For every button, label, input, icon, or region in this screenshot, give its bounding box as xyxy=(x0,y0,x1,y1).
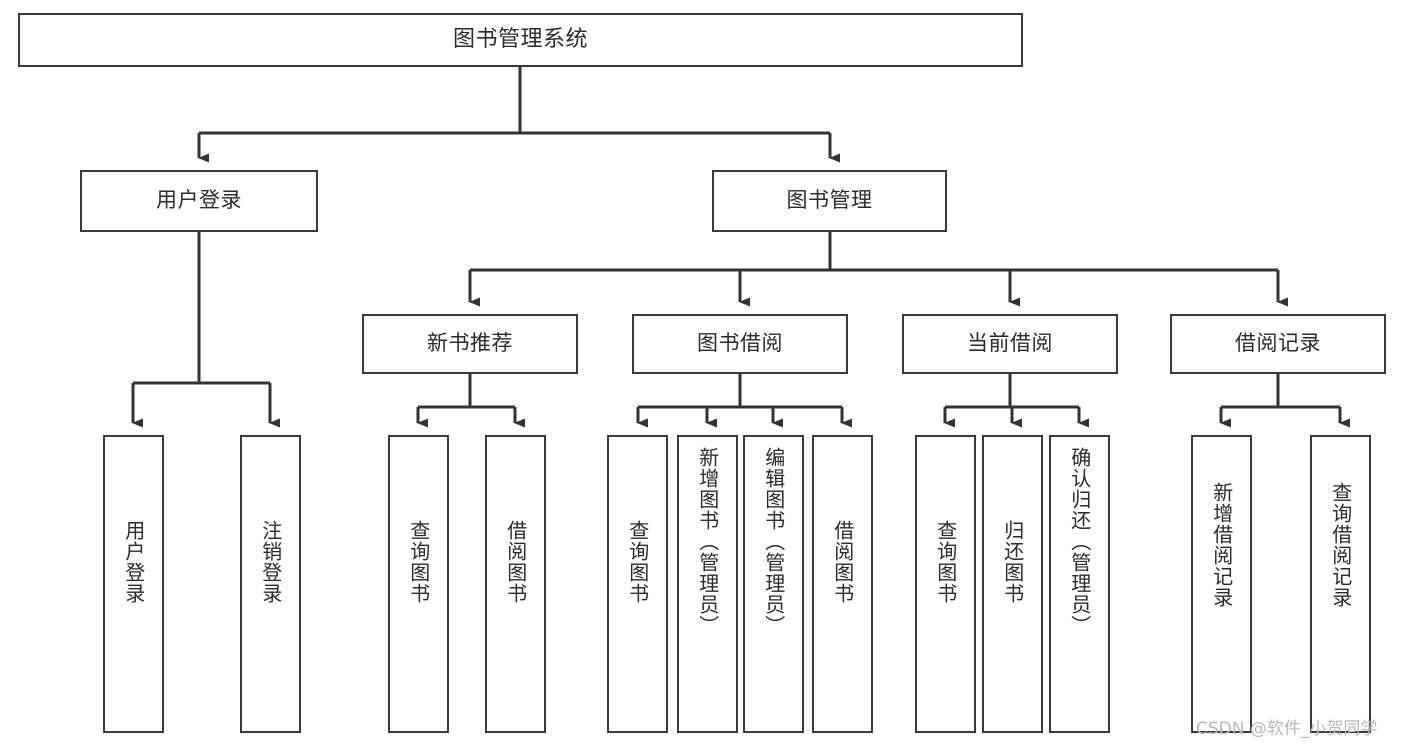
leaf-confirm-return-label: 确认归还（管理员） xyxy=(1067,447,1092,636)
leaf-borrow-book-2-label: 借阅图书 xyxy=(830,520,855,604)
leaf-add-book-label: 新增图书（管理员） xyxy=(695,447,720,636)
leaf-borrow-book-1-label: 借阅图书 xyxy=(503,520,528,604)
node-current-borrow[interactable]: 当前借阅 xyxy=(902,314,1118,374)
node-book-management-label: 图书管理 xyxy=(786,188,873,213)
node-borrow-record-label: 借阅记录 xyxy=(1235,331,1321,356)
leaf-query-book-3[interactable]: 查询图书 xyxy=(915,435,976,733)
leaf-return-book-label: 归还图书 xyxy=(1000,520,1025,604)
node-new-book-recommend-label: 新书推荐 xyxy=(427,331,513,356)
node-user-login[interactable]: 用户登录 xyxy=(80,170,318,232)
leaf-edit-book[interactable]: 编辑图书（管理员） xyxy=(743,435,804,733)
leaf-query-record-label: 查询借阅记录 xyxy=(1328,482,1353,608)
node-root-book-management-system[interactable]: 图书管理系统 xyxy=(18,13,1023,67)
leaf-borrow-book-2[interactable]: 借阅图书 xyxy=(812,435,873,733)
leaf-add-record[interactable]: 新增借阅记录 xyxy=(1191,435,1252,733)
leaf-query-book-1-label: 查询图书 xyxy=(406,520,431,604)
node-book-management[interactable]: 图书管理 xyxy=(712,170,947,232)
leaf-add-book[interactable]: 新增图书（管理员） xyxy=(677,435,738,733)
leaf-confirm-return[interactable]: 确认归还（管理员） xyxy=(1049,435,1110,733)
leaf-logout-login[interactable]: 注销登录 xyxy=(240,435,301,733)
leaf-user-login-label: 用户登录 xyxy=(121,520,146,604)
leaf-query-record[interactable]: 查询借阅记录 xyxy=(1310,435,1371,733)
node-book-borrow[interactable]: 图书借阅 xyxy=(632,314,848,374)
node-borrow-record[interactable]: 借阅记录 xyxy=(1170,314,1386,374)
leaf-query-book-1[interactable]: 查询图书 xyxy=(388,435,449,733)
node-book-borrow-label: 图书借阅 xyxy=(697,331,783,356)
leaf-query-book-3-label: 查询图书 xyxy=(933,520,958,604)
csdn-watermark: CSDN @软件_小贺同学 xyxy=(1196,719,1378,739)
leaf-query-book-2[interactable]: 查询图书 xyxy=(607,435,668,733)
leaf-user-login[interactable]: 用户登录 xyxy=(103,435,164,733)
node-current-borrow-label: 当前借阅 xyxy=(967,331,1053,356)
leaf-return-book[interactable]: 归还图书 xyxy=(982,435,1043,733)
leaf-logout-login-label: 注销登录 xyxy=(258,520,283,604)
leaf-edit-book-label: 编辑图书（管理员） xyxy=(761,447,786,636)
node-new-book-recommend[interactable]: 新书推荐 xyxy=(362,314,578,374)
node-user-login-label: 用户登录 xyxy=(156,188,242,213)
leaf-borrow-book-1[interactable]: 借阅图书 xyxy=(485,435,546,733)
leaf-add-record-label: 新增借阅记录 xyxy=(1209,482,1234,608)
leaf-query-book-2-label: 查询图书 xyxy=(625,520,650,604)
node-root-label: 图书管理系统 xyxy=(452,26,588,52)
